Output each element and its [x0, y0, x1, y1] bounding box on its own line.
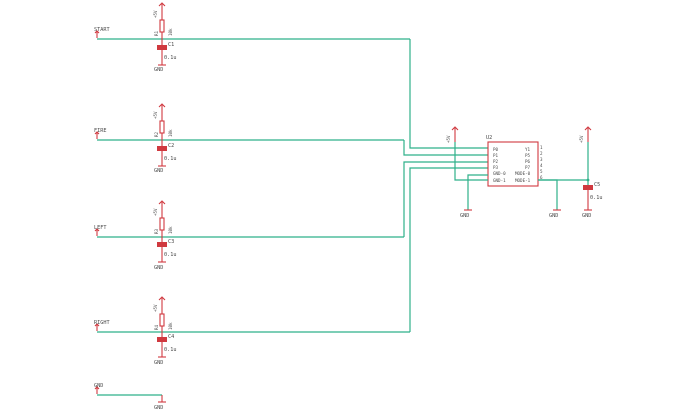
net-flag-arrow — [94, 30, 100, 34]
gnd-label: GND — [154, 265, 163, 271]
net-flag-arrow — [94, 323, 100, 327]
ic-pin-left: GND-1 — [493, 178, 506, 183]
decoupling-c5: +5V C5 0.1u GND — [538, 126, 603, 219]
gnd-label: GND — [154, 67, 163, 73]
power-arrow — [451, 126, 459, 131]
ic-pin-right: Y1 — [525, 147, 531, 152]
capacitor-c4 — [157, 337, 167, 342]
gnd-label: GND — [582, 213, 591, 219]
input-channel-left: LEFT +5V R3 10k C3 0.1u GND — [94, 200, 404, 271]
ic-pin-number: 5 — [540, 169, 543, 174]
ic-pin-number: 2 — [540, 151, 543, 156]
ic-body — [487, 141, 539, 187]
signal-bus — [403, 39, 488, 332]
ic-pin-number: 3 — [540, 157, 543, 162]
capacitor-ref: C4 — [168, 334, 174, 340]
ic-gnd-wire — [467, 174, 488, 210]
capacitor-ref: C5 — [594, 182, 600, 188]
net-flag-arrow — [94, 228, 100, 232]
capacitor-value: 0.1u — [164, 347, 177, 353]
capacitor-value: 0.1u — [590, 195, 603, 201]
gnd-label: GND — [154, 168, 163, 174]
ic-power: +5V — [446, 126, 488, 181]
ic-u2: U2 P0 P1 P2 P3 GND-0 GND-1 Y1 P5 P6 P7 M… — [486, 135, 543, 187]
ic-pin-right: P6 — [525, 159, 531, 164]
power-arrow — [158, 200, 166, 205]
ic-pin-left: P2 — [493, 159, 499, 164]
input-channel-fire: FIRE +5V R2 10k C2 0.1u GND — [94, 103, 404, 174]
resistor-value: 10k — [168, 322, 173, 330]
bus-wire-fire — [403, 140, 488, 156]
power-arrow — [158, 296, 166, 301]
capacitor-c3 — [157, 242, 167, 247]
power-arrow — [158, 103, 166, 108]
ic-pin-number: 6 — [540, 175, 543, 180]
capacitor-ref: C2 — [168, 143, 174, 149]
resistor-value: 10k — [168, 28, 173, 36]
ic-pin-left: P1 — [493, 153, 499, 158]
resistor-ref: R4 — [154, 324, 159, 330]
ic-pin-right: P5 — [525, 153, 531, 158]
ic-pin-right: P7 — [525, 165, 531, 170]
ic-pin-left: P3 — [493, 165, 499, 170]
capacitor-ref: C1 — [168, 42, 174, 48]
capacitor-ref: C3 — [168, 239, 174, 245]
resistor-r1 — [159, 19, 165, 33]
ic-pin-left: P0 — [493, 147, 499, 152]
ic-gnd-right: GND — [538, 179, 561, 219]
capacitor-c2 — [157, 146, 167, 151]
power-label: +5V — [579, 135, 584, 143]
net-flag-arrow — [94, 386, 100, 390]
resistor-ref: R3 — [154, 228, 159, 234]
capacitor-value: 0.1u — [164, 55, 177, 61]
net-label-gnd: GND — [94, 383, 103, 389]
capacitor-c1 — [157, 45, 167, 50]
capacitor-value: 0.1u — [164, 156, 177, 162]
resistor-ref: R1 — [154, 30, 159, 36]
resistor-value: 10k — [168, 129, 173, 137]
net-label-right: RIGHT — [94, 320, 110, 326]
bus-wire-start — [409, 39, 488, 149]
net-label-left: LEFT — [94, 225, 107, 231]
ic-pin-number: 1 — [540, 145, 543, 150]
capacitor-value: 0.1u — [164, 252, 177, 258]
input-channel-right: RIGHT +5V R4 10k C4 0.1u GND — [94, 296, 410, 366]
bus-wire-right — [409, 167, 488, 332]
ic-pin-right: MODE-0 — [515, 171, 531, 176]
resistor-value: 10k — [168, 226, 173, 234]
input-channel-start: START +5V R1 10k C1 0.1u GND — [94, 2, 410, 73]
ic-ref: U2 — [486, 135, 492, 141]
power-arrow — [584, 126, 592, 131]
gnd-label: GND — [460, 213, 469, 219]
ic-gnd-left: GND — [460, 174, 488, 219]
gnd-port: GND GND — [94, 383, 166, 410]
capacitor-c5 — [583, 185, 593, 190]
resistor-r4 — [159, 313, 165, 327]
ic-vcc-wire — [454, 142, 488, 181]
resistor-r3 — [159, 217, 165, 231]
gnd-label: GND — [154, 405, 163, 410]
junction-dot — [586, 178, 590, 182]
power-label: +5V — [153, 208, 158, 216]
gnd-label: GND — [549, 213, 558, 219]
net-label-start: START — [94, 27, 110, 33]
gnd-label: GND — [154, 360, 163, 366]
net-label-fire: FIRE — [94, 128, 107, 134]
power-label: +5V — [446, 135, 451, 143]
power-label: +5V — [153, 304, 158, 312]
resistor-r2 — [159, 120, 165, 134]
ic-pin-number: 4 — [540, 163, 543, 168]
net-flag-arrow — [94, 131, 100, 135]
ic-gnd-wire — [538, 179, 558, 210]
resistor-ref: R2 — [154, 131, 159, 137]
power-label: +5V — [153, 111, 158, 119]
bus-wire-left — [403, 161, 488, 237]
power-label: +5V — [153, 10, 158, 18]
power-arrow — [158, 2, 166, 7]
ic-pin-right: MODE-1 — [515, 178, 531, 183]
ic-pin-left: GND-0 — [493, 171, 506, 176]
